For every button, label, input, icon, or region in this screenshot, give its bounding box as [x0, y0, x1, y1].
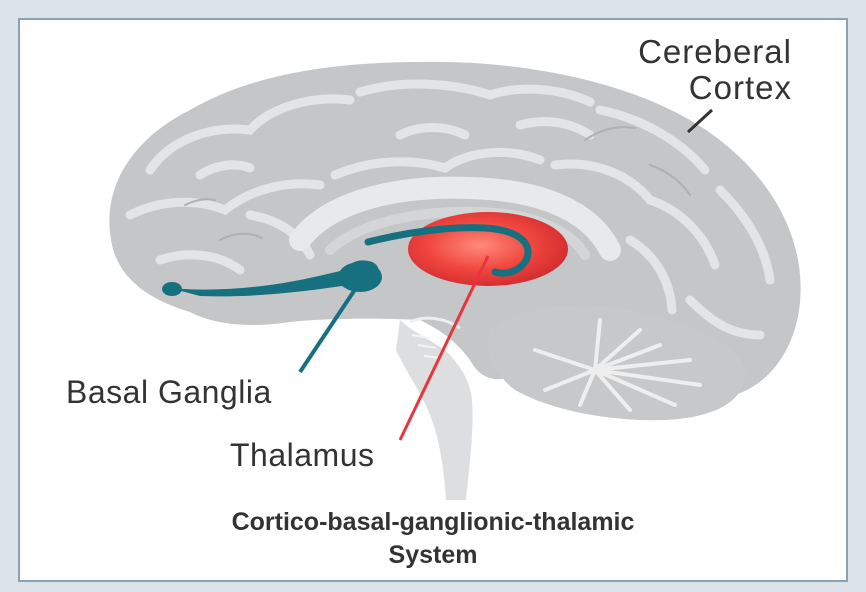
thalamus-shape	[408, 212, 568, 286]
caption-line2: System	[0, 539, 866, 572]
figure-caption: Cortico-basal-ganglionic-thalamic System	[0, 506, 866, 572]
cerebral-cortex-label-line1: Cereberal	[552, 34, 792, 70]
caption-line1: Cortico-basal-ganglionic-thalamic	[0, 506, 866, 539]
cerebral-cortex-label: Cereberal Cortex	[552, 34, 792, 106]
basal-ganglia-label: Basal Ganglia	[66, 374, 272, 411]
thalamus-label: Thalamus	[230, 437, 375, 474]
cerebral-cortex-label-line2: Cortex	[552, 70, 792, 106]
